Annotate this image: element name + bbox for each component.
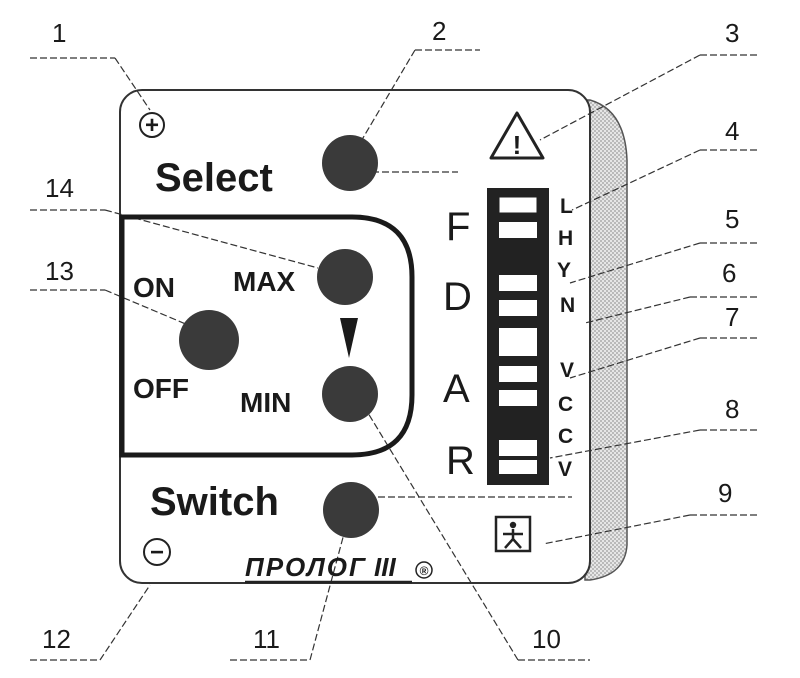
leader-9b <box>542 514 691 545</box>
callout-4: 4 <box>725 116 739 146</box>
callout-12: 12 <box>42 624 71 654</box>
warning-indicator: ! <box>489 111 545 160</box>
indicator-letter-f: F <box>446 205 470 249</box>
registered-mark: ® <box>420 564 429 578</box>
indicator-letter-a: A <box>443 367 470 411</box>
indicator-slot <box>499 440 537 456</box>
indicator-slot <box>499 300 537 316</box>
max-label: MAX <box>233 266 296 297</box>
indicator-code: C <box>558 425 573 448</box>
warning-triangle-icon <box>489 111 545 160</box>
indicator-slot <box>498 196 538 214</box>
switch-button[interactable] <box>323 482 379 538</box>
indicator-slot <box>499 460 537 474</box>
brand-name: ПРОЛОГ <box>245 552 367 582</box>
leader-11b <box>309 529 346 661</box>
callout-9: 9 <box>718 478 732 508</box>
indicator-code: Y <box>557 259 571 282</box>
indicator-code: H <box>558 227 573 250</box>
leader-5b <box>569 242 701 284</box>
leader-lines <box>30 49 760 661</box>
callout-13: 13 <box>45 256 74 286</box>
indicator-strip <box>487 188 549 485</box>
callout-14: 14 <box>45 173 74 203</box>
minus-terminal: − <box>143 538 171 566</box>
callout-5: 5 <box>725 204 739 234</box>
indicator-code: V <box>560 359 574 382</box>
leader-12b <box>99 584 151 661</box>
switch-label: Switch <box>150 480 279 524</box>
indicator-code: V <box>558 458 572 481</box>
indicator-code: L <box>560 195 573 218</box>
on-label: ON <box>133 272 175 303</box>
max-button[interactable] <box>317 249 373 305</box>
indicator-code: N <box>560 294 575 317</box>
pedestrian-icon <box>494 515 532 553</box>
indicator-slot <box>499 390 537 406</box>
warning-symbol: ! <box>513 130 522 160</box>
indicator-letter-r: R <box>446 439 475 483</box>
select-button[interactable] <box>322 135 378 191</box>
callout-1: 1 <box>52 18 66 48</box>
registered-mark-icon <box>415 561 433 579</box>
callout-7: 7 <box>725 302 739 332</box>
leader-4b <box>571 149 701 211</box>
minus-circle-icon <box>143 538 171 566</box>
select-label: Select <box>155 156 273 200</box>
callout-numbers: 1 2 3 4 5 6 7 8 9 10 11 12 13 14 <box>42 16 739 654</box>
leader-7b <box>569 337 701 379</box>
callout-8: 8 <box>725 394 739 424</box>
leader-1b <box>114 57 151 111</box>
indicator-slot <box>499 222 537 238</box>
leader-14b <box>104 209 319 269</box>
min-button[interactable] <box>322 366 378 422</box>
leader-2b <box>359 49 416 144</box>
leader-6b <box>584 296 691 324</box>
device-side-edge <box>584 99 628 581</box>
brand-logo: ПРОЛОГ III ® <box>245 552 433 584</box>
indicator-code: C <box>558 393 573 416</box>
plus-circle-icon <box>139 112 165 138</box>
power-button[interactable] <box>179 310 239 370</box>
off-label: OFF <box>133 373 189 404</box>
callout-10: 10 <box>532 624 561 654</box>
indicator-letter-d: D <box>443 275 472 319</box>
plus-terminal: + <box>139 112 165 139</box>
minus-symbol: − <box>150 539 164 566</box>
plus-symbol: + <box>145 112 159 139</box>
mode-box <box>119 214 415 458</box>
leader-8b <box>549 429 701 459</box>
brand-suffix: III <box>374 552 396 582</box>
callout-11: 11 <box>253 624 280 654</box>
leader-10b <box>367 412 519 661</box>
callout-2: 2 <box>432 16 446 46</box>
down-arrow-icon <box>340 318 358 358</box>
indicator-slot <box>499 275 537 291</box>
callout-6: 6 <box>722 258 736 288</box>
indicator-slot <box>499 366 537 382</box>
leader-3b <box>539 54 701 141</box>
min-label: MIN <box>240 387 291 418</box>
indicator-slot <box>499 328 537 356</box>
callout-3: 3 <box>725 18 739 48</box>
